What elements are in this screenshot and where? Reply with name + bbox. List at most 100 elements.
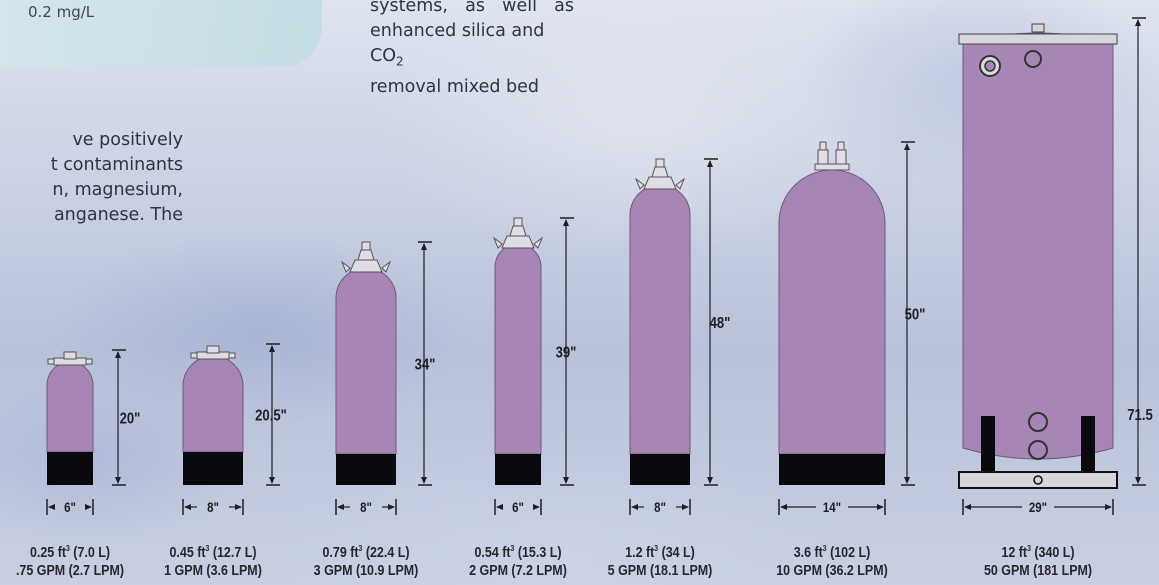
valve-head bbox=[509, 225, 527, 237]
tank-base bbox=[336, 454, 396, 485]
volume-ft3: 0.25 ft bbox=[29, 545, 67, 561]
superscript: 3 bbox=[1027, 544, 1031, 553]
arrowhead-icon bbox=[235, 504, 242, 510]
tank-caption: 0.79 ft3 (22.4 L)3 GPM (10.9 LPM) bbox=[314, 540, 419, 580]
tank-flow-rate: 5 GPM (18.1 LPM) bbox=[607, 563, 713, 579]
volume-ft3: 1.2 ft bbox=[625, 545, 655, 561]
valve-head bbox=[814, 163, 850, 171]
height-label: 20.5" bbox=[255, 407, 287, 424]
superscript: 3 bbox=[205, 544, 210, 553]
tank-flow-rate: 3 GPM (10.9 LPM) bbox=[313, 563, 419, 579]
tank-head bbox=[228, 352, 236, 359]
width-label: 8" bbox=[207, 499, 219, 515]
tank-leg bbox=[981, 416, 995, 476]
tank-base bbox=[630, 454, 690, 485]
tank-4 bbox=[492, 217, 574, 515]
arrowhead-icon bbox=[780, 504, 787, 510]
arrowhead-icon bbox=[269, 477, 275, 484]
intro-line: removal mixed bed bbox=[370, 76, 539, 97]
arrowhead-icon bbox=[631, 504, 638, 510]
arrowhead-icon bbox=[904, 477, 910, 484]
intro-line: enhanced silica and CO2 bbox=[370, 21, 545, 69]
arrowhead-icon bbox=[184, 504, 191, 510]
valve-head bbox=[533, 236, 544, 249]
arrowhead-icon bbox=[421, 477, 427, 484]
arrowhead-icon bbox=[707, 160, 713, 167]
valve-head bbox=[675, 177, 686, 190]
tank-top-rim bbox=[958, 33, 1118, 45]
tank-caption: 0.25 ft3 (7.0 L).75 GPM (2.7 LPM) bbox=[16, 540, 124, 580]
valve-head bbox=[381, 260, 392, 273]
volume-liters: (34 L) bbox=[658, 545, 695, 561]
tank-base bbox=[779, 454, 885, 485]
superscript: 3 bbox=[66, 544, 70, 553]
arrowhead-icon bbox=[707, 477, 713, 484]
volume-ft3: 0.79 ft bbox=[322, 545, 359, 561]
tank-body bbox=[335, 267, 397, 455]
arrowhead-icon bbox=[496, 504, 503, 510]
tank-body bbox=[629, 184, 691, 455]
subscript: 2 bbox=[396, 54, 404, 69]
volume-ft3: 0.54 ft bbox=[474, 545, 511, 561]
tank-volume: 1.2 ft3 (34 L) bbox=[608, 540, 713, 562]
intro-line: systems, as well as bbox=[370, 0, 574, 16]
arrowhead-icon bbox=[563, 219, 569, 226]
intro-line: anganese. The bbox=[53, 205, 183, 225]
valve-head bbox=[513, 217, 523, 227]
tank-flow-rate: .75 GPM (2.7 LPM) bbox=[15, 563, 125, 579]
volume-ft3: 0.45 ft bbox=[169, 545, 206, 561]
arrowhead-icon bbox=[269, 345, 275, 352]
height-label: 34" bbox=[415, 356, 436, 373]
tank-volume: 0.79 ft3 (22.4 L) bbox=[314, 540, 419, 562]
port-icon bbox=[1028, 440, 1048, 460]
width-label: 29" bbox=[1029, 499, 1047, 515]
tank-volume: 0.54 ft3 (15.3 L) bbox=[469, 540, 567, 562]
tank-volume: 3.6 ft3 (102 L) bbox=[776, 540, 888, 562]
tank-caption: 1.2 ft3 (34 L)5 GPM (18.1 LPM) bbox=[608, 540, 713, 580]
tank-flow-rate: 1 GPM (3.6 LPM) bbox=[164, 563, 262, 579]
width-label: 8" bbox=[654, 499, 666, 515]
tank-body bbox=[494, 243, 542, 455]
valve-head bbox=[492, 236, 503, 249]
volume-ft3: 12 ft bbox=[1001, 545, 1028, 561]
tank-flow-rate: 10 GPM (36.2 LPM) bbox=[776, 563, 888, 579]
tank-flow-rate: 2 GPM (7.2 LPM) bbox=[469, 563, 567, 579]
tank-7 bbox=[958, 17, 1146, 515]
tank-body bbox=[46, 361, 94, 453]
valve-head bbox=[340, 260, 351, 273]
arrowhead-icon bbox=[877, 504, 884, 510]
intro-line: ve positively bbox=[72, 130, 183, 150]
tank-body bbox=[182, 355, 244, 453]
tank-base bbox=[183, 452, 243, 485]
intro-line-text: enhanced silica and CO bbox=[370, 21, 545, 66]
tank-caption: 0.54 ft3 (15.3 L)2 GPM (7.2 LPM) bbox=[469, 540, 567, 580]
height-label: 39" bbox=[556, 344, 577, 361]
intro-text-right: systems, as well as enhanced silica and … bbox=[370, 0, 574, 100]
intro-line: t contaminants bbox=[50, 155, 183, 175]
height-label: 20" bbox=[120, 410, 141, 427]
arrowhead-icon bbox=[337, 504, 344, 510]
intro-line: n, magnesium, bbox=[52, 180, 183, 200]
volume-liters: (102 L) bbox=[826, 545, 871, 561]
tank-leg bbox=[1081, 416, 1095, 476]
valve-head bbox=[819, 141, 827, 151]
arrowhead-icon bbox=[115, 477, 121, 484]
tank-1 bbox=[46, 349, 126, 515]
tank-body bbox=[962, 32, 1114, 460]
valve-head bbox=[357, 249, 375, 261]
volume-liters: (340 L) bbox=[1030, 545, 1075, 561]
tank-caption: 0.45 ft3 (12.7 L) 1 GPM (3.6 LPM) bbox=[164, 540, 262, 580]
arrowhead-icon bbox=[563, 477, 569, 484]
arrowhead-icon bbox=[904, 143, 910, 150]
tank-head bbox=[63, 351, 77, 360]
valve-head bbox=[837, 141, 845, 151]
superscript: 3 bbox=[654, 544, 659, 553]
tank-base bbox=[495, 454, 541, 485]
volume-liters: (12.7 L) bbox=[209, 545, 257, 561]
port-icon bbox=[1033, 475, 1043, 485]
arrowhead-icon bbox=[1135, 477, 1141, 484]
tank-flow-rate: 50 GPM (181 LPM) bbox=[983, 563, 1093, 579]
height-label: 48" bbox=[710, 315, 731, 332]
arrowhead-icon bbox=[1135, 19, 1141, 26]
